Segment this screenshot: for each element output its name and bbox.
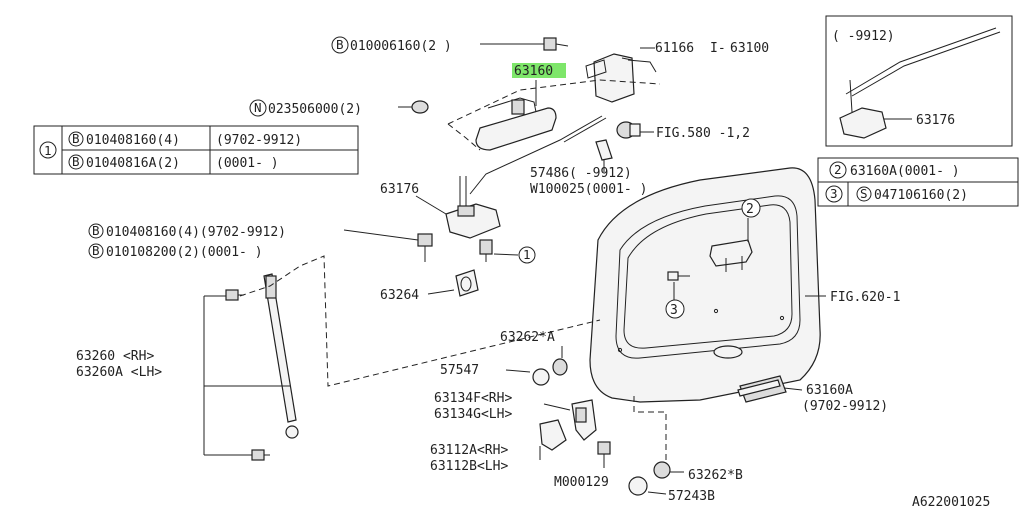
cushion-63262b xyxy=(653,461,671,479)
legend-1-part-2: 01040816A(2) xyxy=(86,156,180,171)
bracket-lh-label: 63112B<LH> xyxy=(430,459,508,474)
part-63264-label: 63264 xyxy=(380,288,419,303)
legend-1-b2: B xyxy=(72,154,80,169)
plug-57243b xyxy=(628,476,648,496)
callout-3-text: 3 xyxy=(670,303,678,318)
highlight-63160 xyxy=(512,63,566,78)
inset-box xyxy=(825,15,1013,147)
legend-3-s: S xyxy=(860,186,868,201)
legend-1-part-1: 010408160(4) xyxy=(86,133,180,148)
part-57486-label: 57486( -9912) xyxy=(530,166,632,181)
hinge-rh-label: 63134F<RH> xyxy=(434,391,512,406)
part-63100-label: 63100 xyxy=(730,41,769,56)
part-63160-label: 63160 xyxy=(514,64,553,79)
strut-bolt-bottom xyxy=(251,449,270,461)
legend-1-marker: 1 xyxy=(44,143,52,158)
marker-b-left-1: B xyxy=(92,223,100,238)
marker-n xyxy=(249,99,267,117)
tailgate-panel xyxy=(589,167,821,403)
strut-bolt-top xyxy=(225,289,244,301)
legend-table-2-3: 2 63160A(0001- ) 3 S 047106160(2) xyxy=(817,157,1019,207)
callout-1-text: 1 xyxy=(523,247,531,262)
part-61166-label: 61166 xyxy=(655,41,694,56)
handle-63160 xyxy=(475,97,557,151)
latch-63176 xyxy=(445,176,501,239)
marker-b-left-2: B xyxy=(92,243,100,258)
cushion-b-label: 63262*B xyxy=(688,468,743,483)
hinge-63134 xyxy=(571,399,597,441)
legend-1-range-2: (0001- ) xyxy=(216,156,279,171)
gate-screw xyxy=(667,271,690,281)
part-63176-label: 63176 xyxy=(380,182,419,197)
bracket-rh-label: 63112A<RH> xyxy=(430,443,508,458)
nut-label: 023506000(2) xyxy=(268,102,362,117)
plug-57547 xyxy=(532,368,550,386)
inset-63176-label: 63176 xyxy=(916,113,955,128)
bolt-m000129 xyxy=(597,441,611,468)
nut-023506000 xyxy=(411,100,429,114)
fig620-label: FIG.620-1 xyxy=(830,290,900,305)
marker-b-1-text: B xyxy=(336,37,344,52)
bolt-latch xyxy=(479,239,493,262)
license-lamp-63160a xyxy=(737,375,787,403)
marker-n-text: N xyxy=(254,100,262,115)
legend-2-marker: 2 xyxy=(834,162,842,177)
callout-3-marker xyxy=(665,299,685,319)
strut-rh-label: 63260 <RH> xyxy=(76,349,154,364)
callout-1-marker xyxy=(518,246,536,264)
legend-3-marker: 3 xyxy=(830,186,838,201)
bolt-top-label: 010006160(2 ) xyxy=(350,39,452,54)
cushion-63262a xyxy=(552,358,568,376)
part-w100025-label: W100025(0001- ) xyxy=(530,182,647,197)
actuator-63100 xyxy=(585,53,657,103)
bolt-left xyxy=(417,233,433,262)
legend-1-b1: B xyxy=(72,131,80,146)
fig580-label: FIG.580 -1,2 xyxy=(656,126,750,141)
marker-b-1 xyxy=(331,36,349,54)
gas-strut xyxy=(263,273,299,439)
callout-2-text: 2 xyxy=(746,202,754,217)
part-63160a-range: (9702-9912) xyxy=(802,399,888,414)
callout-2-marker xyxy=(741,198,761,218)
cushion-a-label: 63262*A xyxy=(500,330,555,345)
bolt-left-2-label: 010108200(2)(0001- ) xyxy=(106,245,263,260)
clip-57486 xyxy=(595,139,613,161)
part-57547-label: 57547 xyxy=(440,363,479,378)
legend-1-range-1: (9702-9912) xyxy=(216,133,302,148)
part-57243b-label: 57243B xyxy=(668,489,715,504)
bolt-m000129-label: M000129 xyxy=(554,475,609,490)
separator-line: I- xyxy=(710,41,726,56)
strut-lh-label: 63260A <LH> xyxy=(76,365,162,380)
bolt-010006160 xyxy=(543,37,569,51)
diagram-code: A622001025 xyxy=(912,495,990,510)
part-63160a-label: 63160A xyxy=(806,383,853,398)
hinge-lh-label: 63134G<LH> xyxy=(434,407,512,422)
bracket-63112 xyxy=(539,419,567,451)
legend-2-text: 63160A(0001- ) xyxy=(850,164,960,179)
legend-3-text: 047106160(2) xyxy=(874,188,968,203)
bolt-left-1-label: 010408160(4)(9702-9912) xyxy=(106,225,286,240)
legend-table-1: 1 B 010408160(4) (9702-9912) B 01040816A… xyxy=(33,125,359,175)
striker-63264 xyxy=(455,269,479,297)
lock-cylinder xyxy=(616,121,641,139)
inset-range-label: ( -9912) xyxy=(832,29,895,44)
